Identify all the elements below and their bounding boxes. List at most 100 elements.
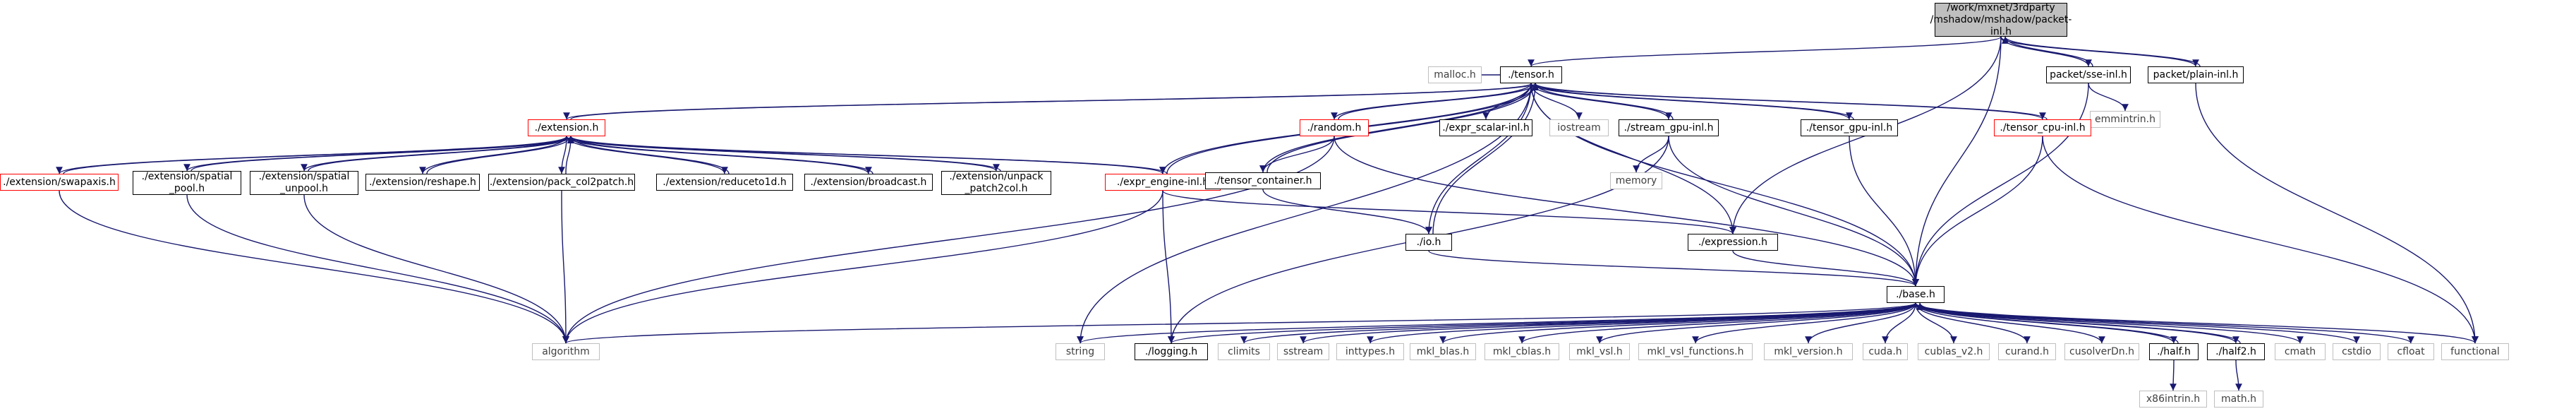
- edge-base-to-mkl-vsl: [1596, 302, 1916, 344]
- edge-tensor-cpu-to-functional: [2042, 136, 2479, 344]
- edge-ext-swapaxis-to-algorithm: [59, 190, 569, 344]
- edge-random-to-base: [1334, 136, 1919, 287]
- node-ext-reshape[interactable]: ./extension/reshape.h: [365, 174, 480, 191]
- edge-expr-engine-to-extension: [567, 136, 1168, 174]
- node-functional: functional: [2441, 343, 2509, 360]
- edge-half-to-x86intrin: [2170, 359, 2177, 391]
- node-ext-swapaxis[interactable]: ./extension/swapaxis.h: [0, 174, 119, 191]
- edge-io-to-base: [1428, 250, 1919, 287]
- edge-io-to-tensor: [1432, 83, 1539, 234]
- edge-expr-engine-to-logging: [1162, 190, 1175, 344]
- node-x86intrin: x86intrin.h: [2139, 391, 2207, 408]
- node-mkl-cblas: mkl_cblas.h: [1484, 343, 1559, 360]
- node-string: string: [1056, 343, 1105, 360]
- node-memory: memory: [1610, 172, 1662, 189]
- edge-tensor-gpu-to-base: [1849, 136, 1919, 287]
- edge-half2-to-math: [2235, 359, 2242, 391]
- edge-ext-broadcast-to-extension: [567, 136, 873, 174]
- edge-stream-gpu-to-tensor: [1532, 83, 1674, 120]
- node-packet-sse[interactable]: packet/sse-inl.h: [2046, 66, 2131, 83]
- edge-base-to-cuda: [1882, 302, 1916, 344]
- edge-extension-to-tensor: [570, 83, 1539, 120]
- node-curand: curand.h: [1998, 343, 2056, 360]
- edge-packet-plain-to-root: [2002, 36, 2201, 67]
- node-tensor[interactable]: ./tensor.h: [1500, 66, 1562, 83]
- edge-root-to-tensor: [1528, 36, 2002, 67]
- node-expr-engine[interactable]: ./expr_engine-inl.h: [1105, 174, 1221, 191]
- node-expression[interactable]: ./expression.h: [1688, 234, 1778, 251]
- edge-base-to-mkl-blas: [1439, 302, 1916, 344]
- node-random[interactable]: ./random.h: [1300, 119, 1369, 136]
- edge-tensor-gpu-to-tensor: [1532, 83, 1854, 120]
- node-mkl-vsl-functions: mkl_vsl_functions.h: [1638, 343, 1753, 360]
- edge-ext-spatial-unpool-to-extension: [308, 136, 574, 172]
- edge-base-to-algorithm: [562, 302, 1916, 344]
- node-cmath: cmath: [2275, 343, 2326, 360]
- edge-ext-unpack-to-extension: [567, 136, 1001, 172]
- edge-random-to-tensor-container: [1259, 136, 1335, 173]
- edge-base-to-cusolverDn: [1915, 302, 2105, 344]
- edge-root-to-base: [1912, 36, 2002, 287]
- edge-tensor-container-to-io: [1262, 189, 1432, 234]
- node-malloc: malloc.h: [1428, 66, 1482, 83]
- edge-extension-to-ext-reshape: [419, 136, 567, 174]
- edge-base-to-mkl-version: [1805, 302, 1916, 344]
- node-iostream: iostream: [1549, 119, 1609, 136]
- node-ext-pack-col2patch[interactable]: ./extension/pack_col2patch.h: [488, 174, 635, 191]
- edge-ext-spatial-pool-to-extension: [191, 136, 574, 172]
- edge-tensor-cpu-to-base: [1912, 136, 2043, 287]
- edge-base-to-mkl-vsl-functions: [1692, 302, 1916, 344]
- node-ext-reduceto1d[interactable]: ./extension/reduceto1d.h: [656, 174, 793, 191]
- node-half2[interactable]: ./half2.h: [2207, 343, 2265, 360]
- node-ext-spatial-unpool[interactable]: ./extension/spatial _unpool.h: [250, 171, 358, 195]
- node-cuda: cuda.h: [1863, 343, 1908, 360]
- edge-ext-spatial-unpool-to-algorithm: [303, 194, 569, 344]
- edge-ext-pack-col2patch-to-algorithm: [561, 190, 569, 344]
- edge-base-to-mkl-cblas: [1518, 302, 1916, 344]
- edge-tensor-container-to-tensor: [1266, 83, 1539, 173]
- node-half[interactable]: ./half.h: [2149, 343, 2199, 360]
- node-math: math.h: [2214, 391, 2263, 408]
- node-expr-scalar[interactable]: ./expr_scalar-inl.h: [1439, 119, 1532, 136]
- node-ext-unpack[interactable]: ./extension/unpack _patch2col.h: [941, 171, 1051, 195]
- edge-base-to-functional: [1915, 302, 2479, 344]
- node-stream-gpu[interactable]: ./stream_gpu-inl.h: [1619, 119, 1719, 136]
- edge-expression-to-base: [1732, 250, 1919, 287]
- node-tensor-cpu[interactable]: ./tensor_cpu-inl.h: [1994, 119, 2091, 136]
- edge-random-to-tensor: [1338, 83, 1539, 120]
- edge-expr-engine-to-expression: [1162, 190, 1736, 234]
- node-packet-plain[interactable]: packet/plain-inl.h: [2148, 66, 2244, 83]
- edge-tensor-cpu-to-tensor: [1532, 83, 2048, 120]
- node-tensor-container[interactable]: ./tensor_container.h: [1205, 172, 1321, 189]
- node-logging[interactable]: ./logging.h: [1135, 343, 1208, 360]
- node-tensor-gpu[interactable]: ./tensor_gpu-inl.h: [1801, 119, 1898, 136]
- edge-extension-to-ext-pack-col2patch: [558, 136, 567, 174]
- edge-stream-gpu-to-base: [1668, 136, 1919, 287]
- edge-tensor-to-io: [1425, 83, 1532, 234]
- node-emmintrin: emmintrin.h: [2090, 111, 2160, 128]
- edge-packet-sse-to-emmintrin: [2088, 83, 2129, 112]
- edge-expr-engine-to-algorithm: [562, 190, 1163, 344]
- node-ext-spatial-pool[interactable]: ./extension/spatial _pool.h: [133, 171, 241, 195]
- edge-packet-plain-to-functional: [2195, 83, 2479, 344]
- node-extension[interactable]: ./extension.h: [528, 119, 605, 136]
- node-cusolverDn: cusolverDn.h: [2064, 343, 2139, 360]
- node-io[interactable]: ./io.h: [1405, 234, 1452, 251]
- node-climits: climits: [1218, 343, 1270, 360]
- edge-half-to-base: [1916, 302, 2179, 344]
- node-sstream: sstream: [1277, 343, 1329, 360]
- node-ext-broadcast[interactable]: ./extension/broadcast.h: [804, 174, 933, 191]
- node-cstdio: cstdio: [2333, 343, 2381, 360]
- edge-ext-reduceto1d-to-extension: [567, 136, 730, 174]
- edge-base-to-inttypes: [1367, 302, 1916, 344]
- edge-stream-gpu-to-memory: [1633, 136, 1669, 173]
- edge-ext-reshape-to-extension: [426, 136, 574, 174]
- node-mkl-blas: mkl_blas.h: [1410, 343, 1476, 360]
- edge-half2-to-base: [1916, 302, 2241, 344]
- node-mkl-version: mkl_version.h: [1764, 343, 1853, 360]
- node-algorithm: algorithm: [532, 343, 600, 360]
- node-base[interactable]: ./base.h: [1887, 286, 1945, 303]
- node-mkl-vsl: mkl_vsl.h: [1569, 343, 1630, 360]
